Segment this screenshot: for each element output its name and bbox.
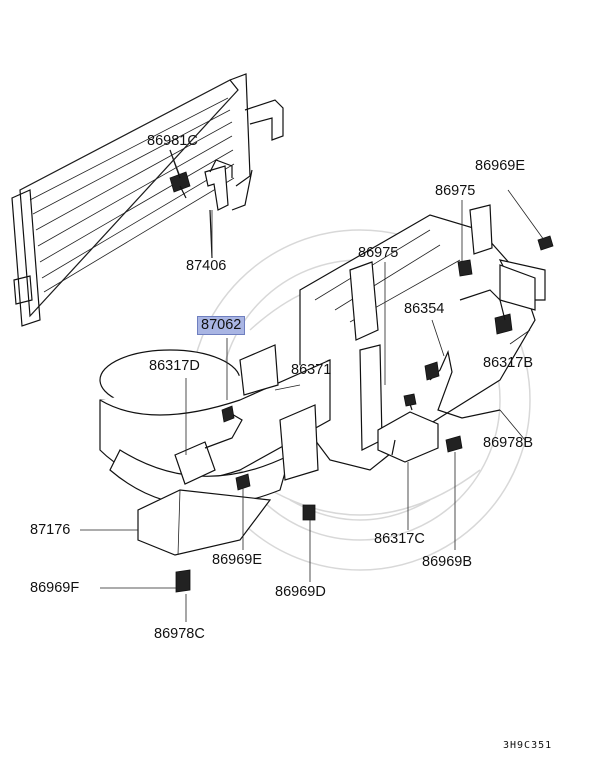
actuator-86317D bbox=[174, 405, 243, 485]
label-86975-top: 86975 bbox=[435, 183, 476, 199]
wiring-harness bbox=[424, 289, 506, 419]
label-86317C: 86317C bbox=[374, 531, 425, 547]
screws bbox=[175, 235, 554, 593]
diagram-code: 3H9C351 bbox=[503, 740, 553, 751]
actuator-86317B bbox=[494, 264, 536, 335]
label-86969E-low: 86969E bbox=[212, 552, 262, 568]
condenser-unit bbox=[11, 73, 284, 327]
label-86981C: 86981C bbox=[147, 133, 198, 149]
label-86969B: 86969B bbox=[422, 554, 472, 570]
label-86978C: 86978C bbox=[154, 626, 205, 642]
label-86317D: 86317D bbox=[149, 358, 200, 374]
label-87406: 87406 bbox=[186, 258, 227, 274]
actuator-86317C bbox=[377, 393, 439, 463]
leader-lines bbox=[80, 149, 545, 622]
label-86354: 86354 bbox=[404, 301, 445, 317]
label-86969F: 86969F bbox=[30, 580, 80, 596]
blower-unit bbox=[99, 344, 331, 556]
label-86975-mid: 86975 bbox=[358, 245, 399, 261]
label-87062-highlighted[interactable]: 87062 bbox=[197, 316, 246, 335]
label-86969D: 86969D bbox=[275, 584, 326, 600]
label-86317B: 86317B bbox=[483, 355, 533, 371]
label-86978B: 86978B bbox=[483, 435, 533, 451]
label-87176: 87176 bbox=[30, 522, 71, 538]
label-86371: 86371 bbox=[291, 362, 332, 378]
label-86969E-top: 86969E bbox=[475, 158, 525, 174]
